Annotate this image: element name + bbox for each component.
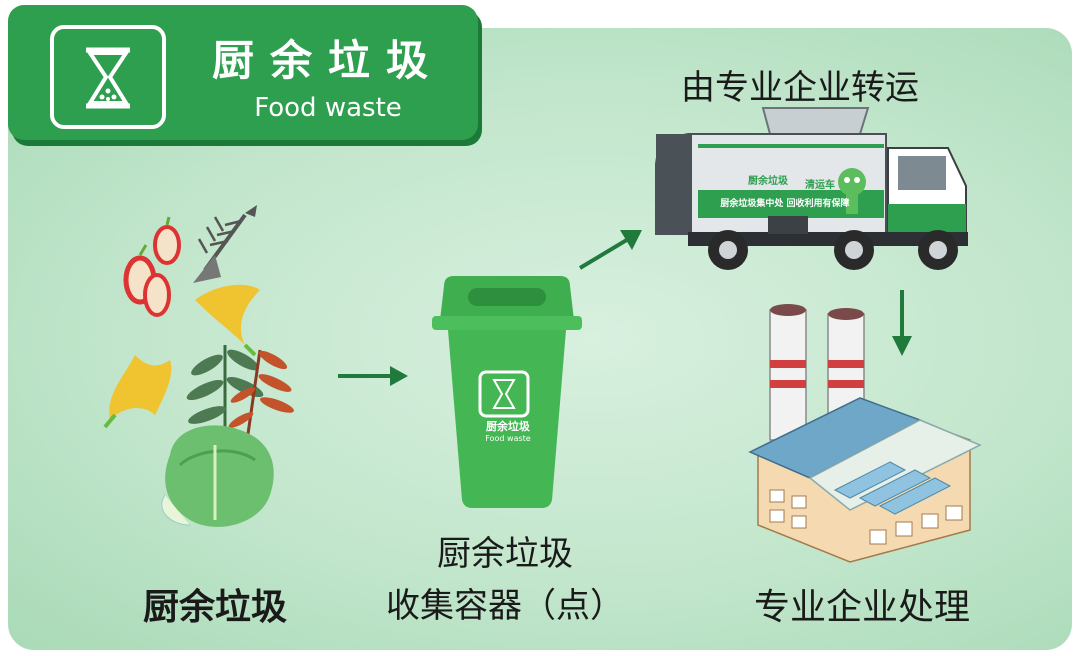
food-waste-label: 厨余垃圾 <box>142 587 287 628</box>
green-bin-illustration <box>432 276 582 508</box>
hourglass-icon <box>50 25 166 129</box>
garbage-truck-illustration <box>655 107 968 270</box>
truck-text: 厨余垃圾 <box>748 176 788 187</box>
bin-text: 厨余垃圾 <box>486 420 530 433</box>
truck-text-2: 清运车 <box>805 180 835 191</box>
apple-core-icon <box>123 216 181 317</box>
factory-illustration <box>748 304 982 563</box>
fishbone-icon <box>193 205 257 283</box>
title-banner: 厨余垃圾 Food waste <box>8 5 478 140</box>
arrow-to-truck-icon <box>578 230 642 270</box>
arrow-to-bin-icon <box>338 366 408 386</box>
food-waste-illustration <box>103 205 295 527</box>
truck-strip-text: 厨余垃圾集中处 回收利用有保障 <box>720 199 850 209</box>
bin-subtext: Food waste <box>485 434 531 443</box>
leaf-branch-icon <box>186 345 295 460</box>
bin-label-line2: 收集容器（点） <box>386 586 624 626</box>
transport-label: 由专业企业转运 <box>681 68 919 108</box>
cabbage-icon <box>161 425 274 527</box>
banner-title: 厨余垃圾 <box>211 36 444 85</box>
bin-label-line1: 厨余垃圾 <box>437 534 573 574</box>
processing-label: 专业企业处理 <box>753 587 970 628</box>
banana-peel-icon <box>103 284 260 429</box>
banner-subtitle: Food waste <box>254 93 402 123</box>
arrow-to-factory-icon <box>892 290 912 356</box>
